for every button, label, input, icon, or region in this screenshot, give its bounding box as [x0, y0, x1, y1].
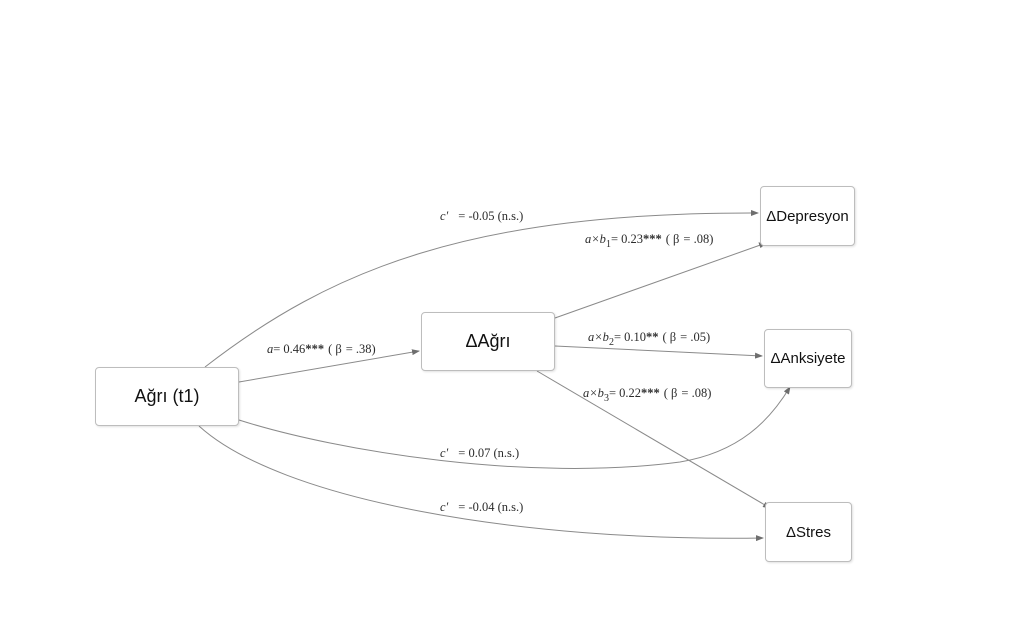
arrow-direct-depression: [204, 209, 759, 368]
arrow-indirect-stress: [536, 370, 771, 509]
direct-anxiety-label: c′= 0.07 (n.s.): [440, 446, 520, 460]
indirect-depression-label: a×b1= 0.23***( β= .08): [585, 232, 714, 250]
node-delta-depression: ΔDepresyon: [760, 186, 855, 246]
node-delta-stress-label: ΔStres: [785, 523, 832, 541]
node-delta-pain-label: ΔAğrı: [465, 331, 511, 351]
node-delta-stress: ΔStres: [765, 502, 852, 562]
direct-depression-label: c′= -0.05 (n.s.): [440, 209, 524, 223]
indirect-anxiety-label: a×b2= 0.10**( β= .05): [588, 330, 711, 348]
node-delta-pain: ΔAğrı: [421, 312, 555, 371]
node-pain-t1-label: Ağrı (t1): [134, 386, 200, 406]
path-a-label: a= 0.46***( β= .38): [267, 342, 376, 356]
direct-stress-label: c′= -0.04 (n.s.): [440, 500, 524, 514]
arrow-direct-stress: [198, 425, 764, 542]
node-delta-anxiety-label: ΔAnksiyete: [770, 350, 846, 367]
arrow-pain-to-delta-pain: [238, 349, 420, 383]
node-pain-t1: Ağrı (t1): [95, 367, 239, 426]
node-delta-depression-label: ΔDepresyon: [766, 207, 849, 225]
arrow-indirect-anxiety: [554, 345, 763, 359]
node-delta-anxiety: ΔAnksiyete: [764, 329, 852, 388]
arrow-direct-anxiety: [238, 386, 791, 469]
arrow-indirect-depression: [554, 242, 767, 319]
indirect-stress-label: a×b3= 0.22***( β= .08): [583, 386, 712, 404]
